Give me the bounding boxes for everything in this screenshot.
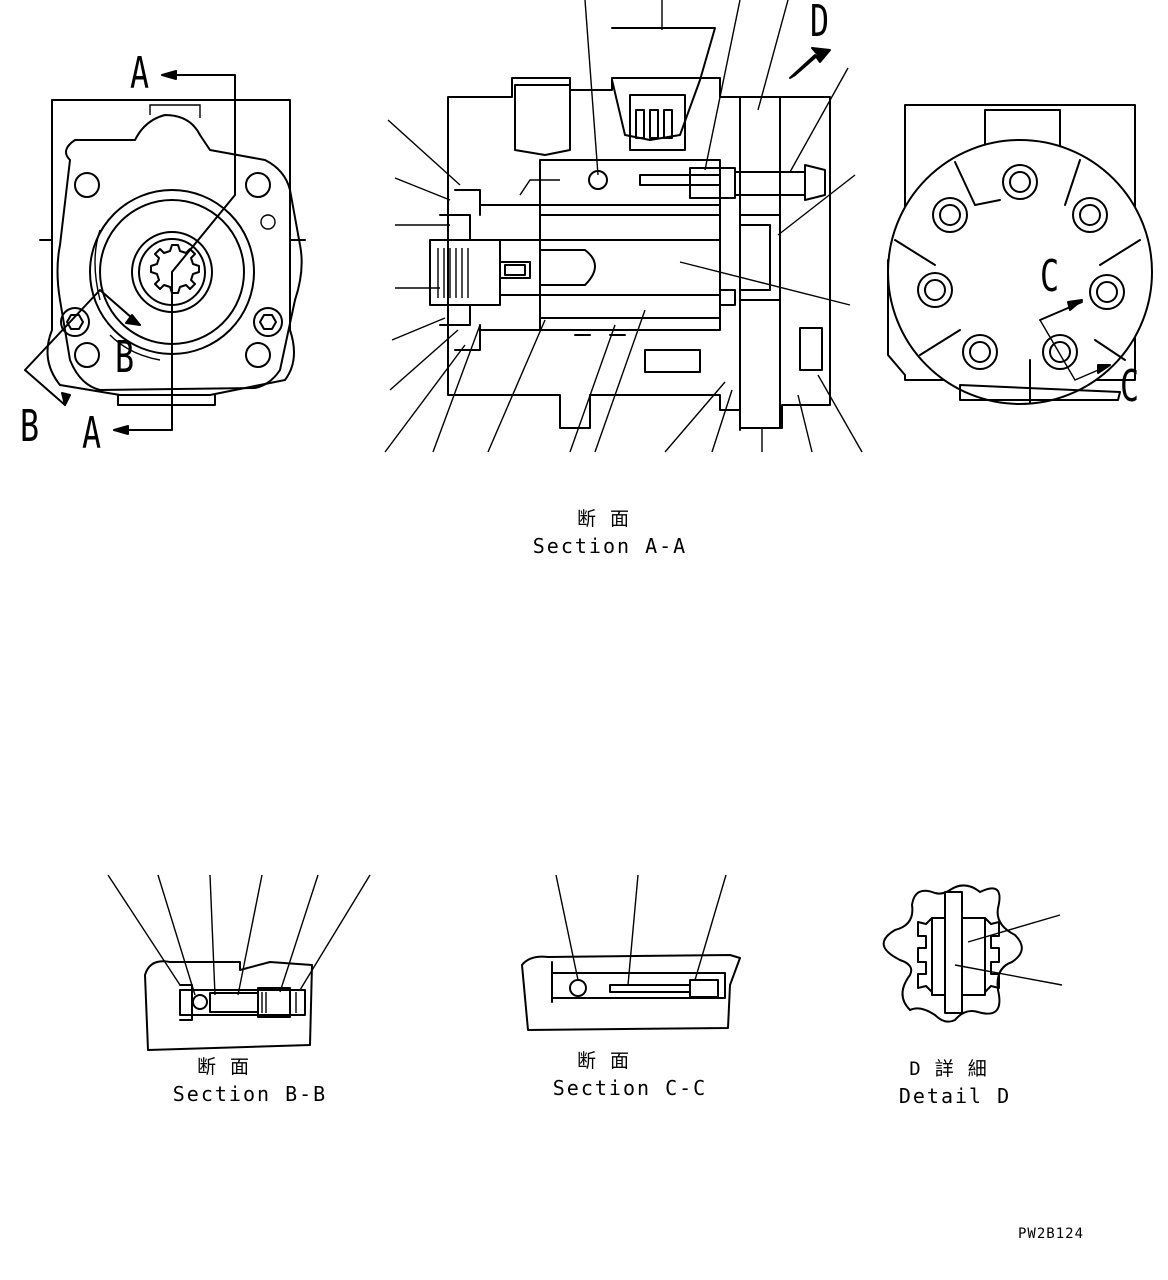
- detail-d-view: [882, 884, 1063, 1023]
- rear-view: [887, 104, 1153, 405]
- section-bb-view: [107, 874, 371, 1051]
- section-bb-caption: Section B-B: [172, 1082, 328, 1106]
- drawing-code: PW2B124: [1018, 1226, 1085, 1242]
- section-a-marker-bottom: A: [82, 408, 102, 459]
- section-aa-caption-jp: 断面: [576, 508, 643, 530]
- section-cc-caption-jp: 断面: [576, 1050, 643, 1072]
- front-view: [24, 70, 306, 435]
- section-c-marker-center: C: [1040, 251, 1060, 302]
- detail-d-caption-jp: D詳細: [909, 1058, 1001, 1080]
- detail-d-caption: Detail D: [898, 1084, 1012, 1108]
- detail-d-marker: D: [810, 0, 830, 47]
- section-a-marker-top: A: [130, 48, 150, 99]
- section-cc-caption: Section C-C: [552, 1076, 708, 1100]
- section-bb-caption-jp: 断面: [196, 1056, 263, 1078]
- section-aa-caption: Section A-A: [532, 534, 688, 558]
- section-b-marker-left: B: [20, 401, 40, 452]
- section-cc-view: [521, 874, 741, 1031]
- section-c-marker-right: C: [1120, 361, 1140, 412]
- section-b-marker-center: B: [115, 332, 135, 383]
- section-aa-view: [384, 0, 863, 453]
